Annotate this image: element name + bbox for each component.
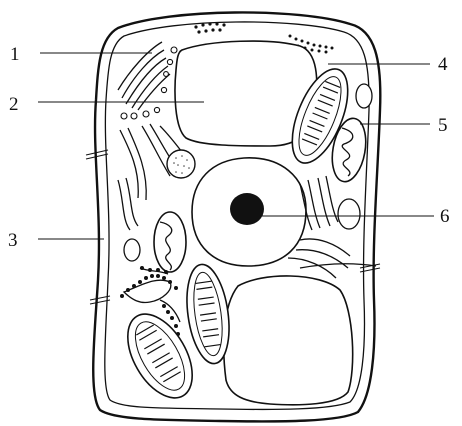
golgi-vesicles xyxy=(121,47,177,119)
golgi-apparatus xyxy=(118,42,170,110)
label-5: 5 xyxy=(438,115,448,136)
small-vacuole-left xyxy=(124,239,140,261)
label-6: 6 xyxy=(440,206,450,227)
vacuole-lower xyxy=(224,276,353,405)
small-vacuole-right xyxy=(356,84,372,108)
label-4: 4 xyxy=(438,54,448,75)
chloroplast-middle xyxy=(181,262,235,367)
peroxisome-left xyxy=(167,150,195,178)
label-3: 3 xyxy=(8,230,18,251)
peroxisome-right xyxy=(338,199,360,229)
label-2: 2 xyxy=(9,94,19,115)
mitochondrion-left xyxy=(154,212,186,272)
label-1: 1 xyxy=(10,44,20,65)
nucleolus xyxy=(230,193,264,225)
